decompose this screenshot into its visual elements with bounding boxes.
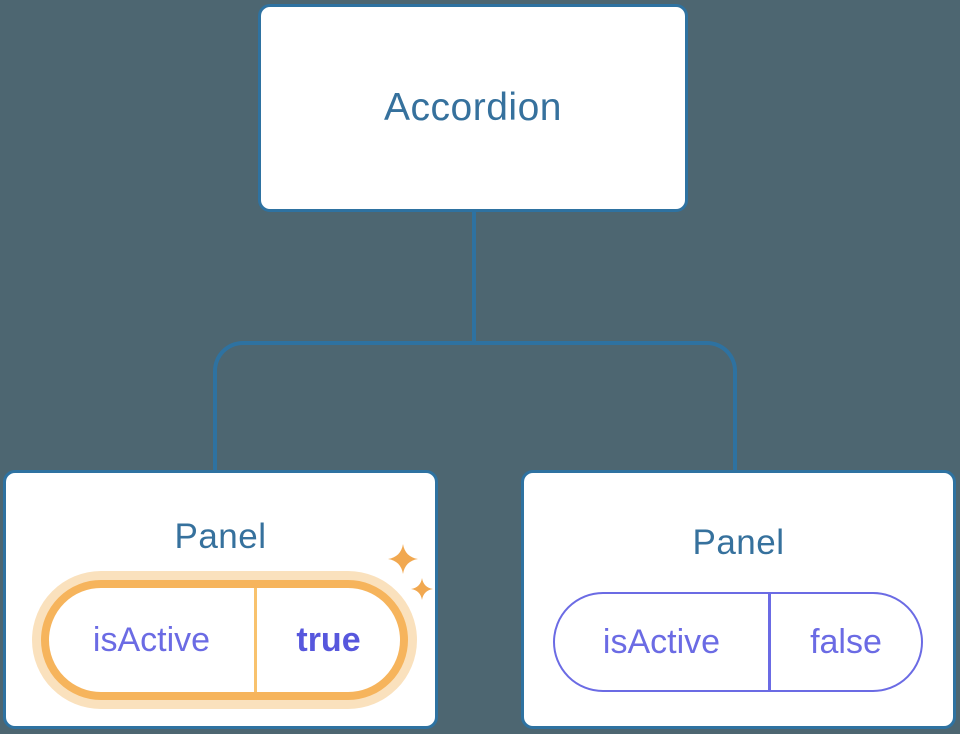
state-pill-inactive: isActive false xyxy=(553,592,923,692)
panel-node-title: Panel xyxy=(692,523,785,562)
state-prop-label: isActive xyxy=(602,622,721,661)
connector-branch-lines xyxy=(213,341,737,471)
state-prop-label: isActive xyxy=(92,620,211,659)
state-value-label: true xyxy=(296,620,361,659)
state-pill-active: isActive true xyxy=(41,580,408,700)
state-value-label: false xyxy=(810,622,882,661)
pill-divider xyxy=(254,588,257,692)
panel-node-title: Panel xyxy=(174,517,267,556)
accordion-node-label: Accordion xyxy=(384,86,562,129)
sparkles-icon xyxy=(388,544,418,574)
accordion-node: Accordion xyxy=(258,4,688,212)
sparkles-icon xyxy=(411,578,433,600)
pill-divider xyxy=(768,594,771,690)
connector-stem-line xyxy=(472,210,476,345)
